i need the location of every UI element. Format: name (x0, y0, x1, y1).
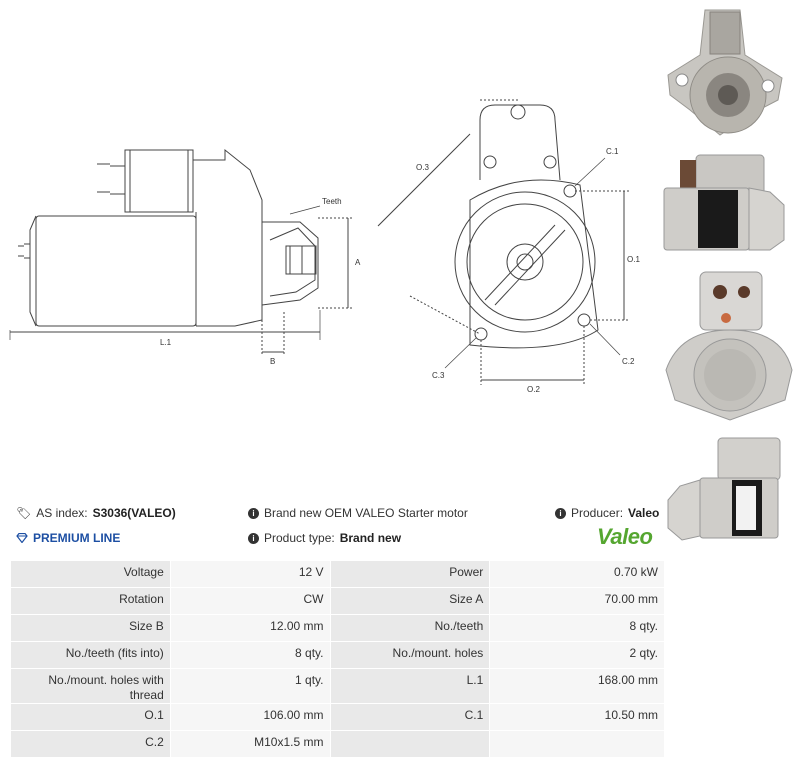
product-info: 🏷 AS index: S3036(VALEO) PREMIUM LINE i … (0, 500, 660, 560)
spec-value: CW (169, 587, 331, 615)
product-photo-side[interactable] (663, 154, 785, 251)
label-c1: C.1 (606, 147, 619, 156)
side-view-drawing (9, 148, 352, 356)
as-index-value[interactable]: S3036(VALEO) (92, 506, 176, 520)
spec-label: No./teeth (329, 614, 491, 642)
product-photo-angle[interactable] (667, 437, 781, 541)
technical-drawing: Teeth A L.1 B O.3 C.1 O.1 C.2 C.3 O.2 (0, 0, 660, 400)
as-index: 🏷 AS index: S3036(VALEO) (16, 506, 176, 520)
label-o1: O.1 (627, 255, 640, 264)
product-type-label: Product type: (264, 531, 335, 545)
spec-label: Power (329, 560, 491, 588)
spec-label: No./teeth (fits into) (10, 641, 171, 669)
producer: i Producer: Valeo (555, 506, 659, 520)
spec-label: No./mount. holes (329, 641, 491, 669)
spec-value: 12.00 mm (169, 614, 331, 642)
spec-value: 106.00 mm (169, 703, 331, 731)
spec-value: 1 qty. (169, 668, 331, 704)
label-teeth: Teeth (322, 197, 342, 206)
spec-label: C.2 (10, 730, 171, 758)
label-b: B (270, 357, 275, 366)
spec-value: 10.50 mm (489, 703, 665, 731)
description-text: Brand new OEM VALEO Starter motor (264, 506, 468, 520)
spec-value: 8 qty. (169, 641, 331, 669)
tag-icon: 🏷 (16, 506, 32, 520)
spec-label: L.1 (329, 668, 491, 704)
spec-label: Rotation (10, 587, 171, 615)
valeo-logo[interactable]: Valeo (597, 524, 653, 549)
info-icon: i (248, 507, 259, 519)
spec-label: Voltage (10, 560, 171, 588)
label-c2: C.2 (622, 357, 635, 366)
spec-label: O.1 (10, 703, 171, 731)
front-view-drawing (377, 99, 630, 385)
producer-label: Producer: (571, 506, 624, 520)
product-photos (660, 0, 800, 560)
label-c3: C.3 (432, 371, 445, 380)
spec-value: 70.00 mm (489, 587, 665, 615)
table-row: No./teeth (fits into)8 qty.No./mount. ho… (10, 641, 665, 669)
spec-value: M10x1.5 mm (169, 730, 331, 758)
description: i Brand new OEM VALEO Starter motor (248, 506, 468, 520)
spec-label (329, 730, 491, 758)
label-l1: L.1 (160, 338, 172, 347)
spec-label: Size B (10, 614, 171, 642)
product-photo-front[interactable] (665, 271, 793, 421)
premium-line[interactable]: PREMIUM LINE (16, 531, 120, 545)
diamond-icon (16, 533, 28, 543)
spec-value: 168.00 mm (489, 668, 665, 704)
producer-value[interactable]: Valeo (628, 506, 660, 520)
label-a: A (355, 258, 361, 267)
spec-value: 8 qty. (489, 614, 665, 642)
spec-value: 2 qty. (489, 641, 665, 669)
spec-label: Size A (329, 587, 491, 615)
spec-value: 12 V (169, 560, 331, 588)
label-o3: O.3 (416, 163, 429, 172)
product-photo-rear[interactable] (667, 9, 783, 136)
product-type-value: Brand new (339, 531, 402, 545)
spec-value: 0.70 kW (489, 560, 665, 588)
info-icon: i (248, 532, 259, 544)
as-index-label: AS index: (36, 506, 88, 520)
spec-value (489, 730, 665, 758)
info-icon: i (555, 507, 566, 519)
label-o2: O.2 (527, 385, 540, 394)
spec-label: C.1 (329, 703, 491, 731)
product-type: i Product type: Brand new (248, 531, 401, 545)
spec-label: No./mount. holes with thread (10, 668, 171, 704)
premium-line-label: PREMIUM LINE (33, 531, 121, 545)
